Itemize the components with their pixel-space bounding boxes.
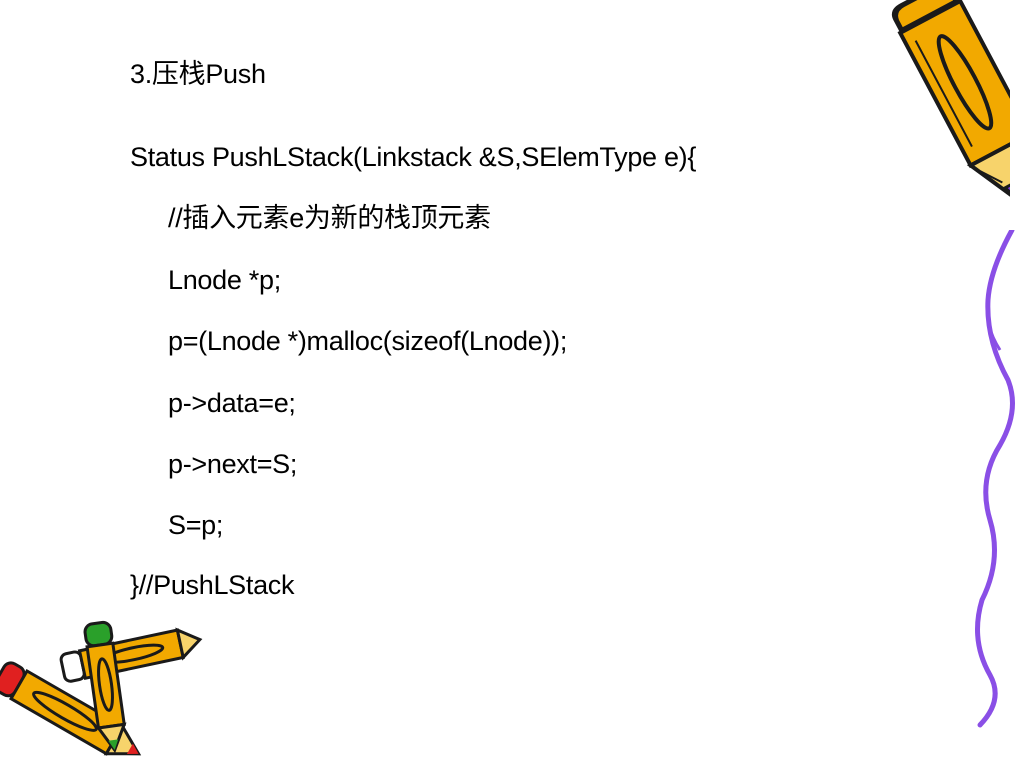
pencil-clipart-icon bbox=[891, 0, 1010, 207]
code-line-comment: //插入元素e为新的栈顶元素 bbox=[168, 203, 491, 233]
code-line-assign-data: p->data=e; bbox=[168, 388, 296, 418]
code-line-assign-next: p->next=S; bbox=[168, 449, 298, 479]
code-line-assign-top: S=p; bbox=[168, 510, 224, 540]
code-line-signature: Status PushLStack(Linkstack &S,SElemType… bbox=[130, 142, 697, 172]
code-line-closing: }//PushLStack bbox=[130, 570, 295, 600]
crossed-pencils-clipart-icon bbox=[0, 620, 203, 756]
wavy-line-decoration bbox=[975, 230, 1015, 728]
code-line-malloc: p=(Lnode *)malloc(sizeof(Lnode)); bbox=[168, 326, 568, 356]
code-line-declare: Lnode *p; bbox=[168, 265, 281, 295]
slide-title: 3.压栈Push bbox=[130, 59, 266, 89]
